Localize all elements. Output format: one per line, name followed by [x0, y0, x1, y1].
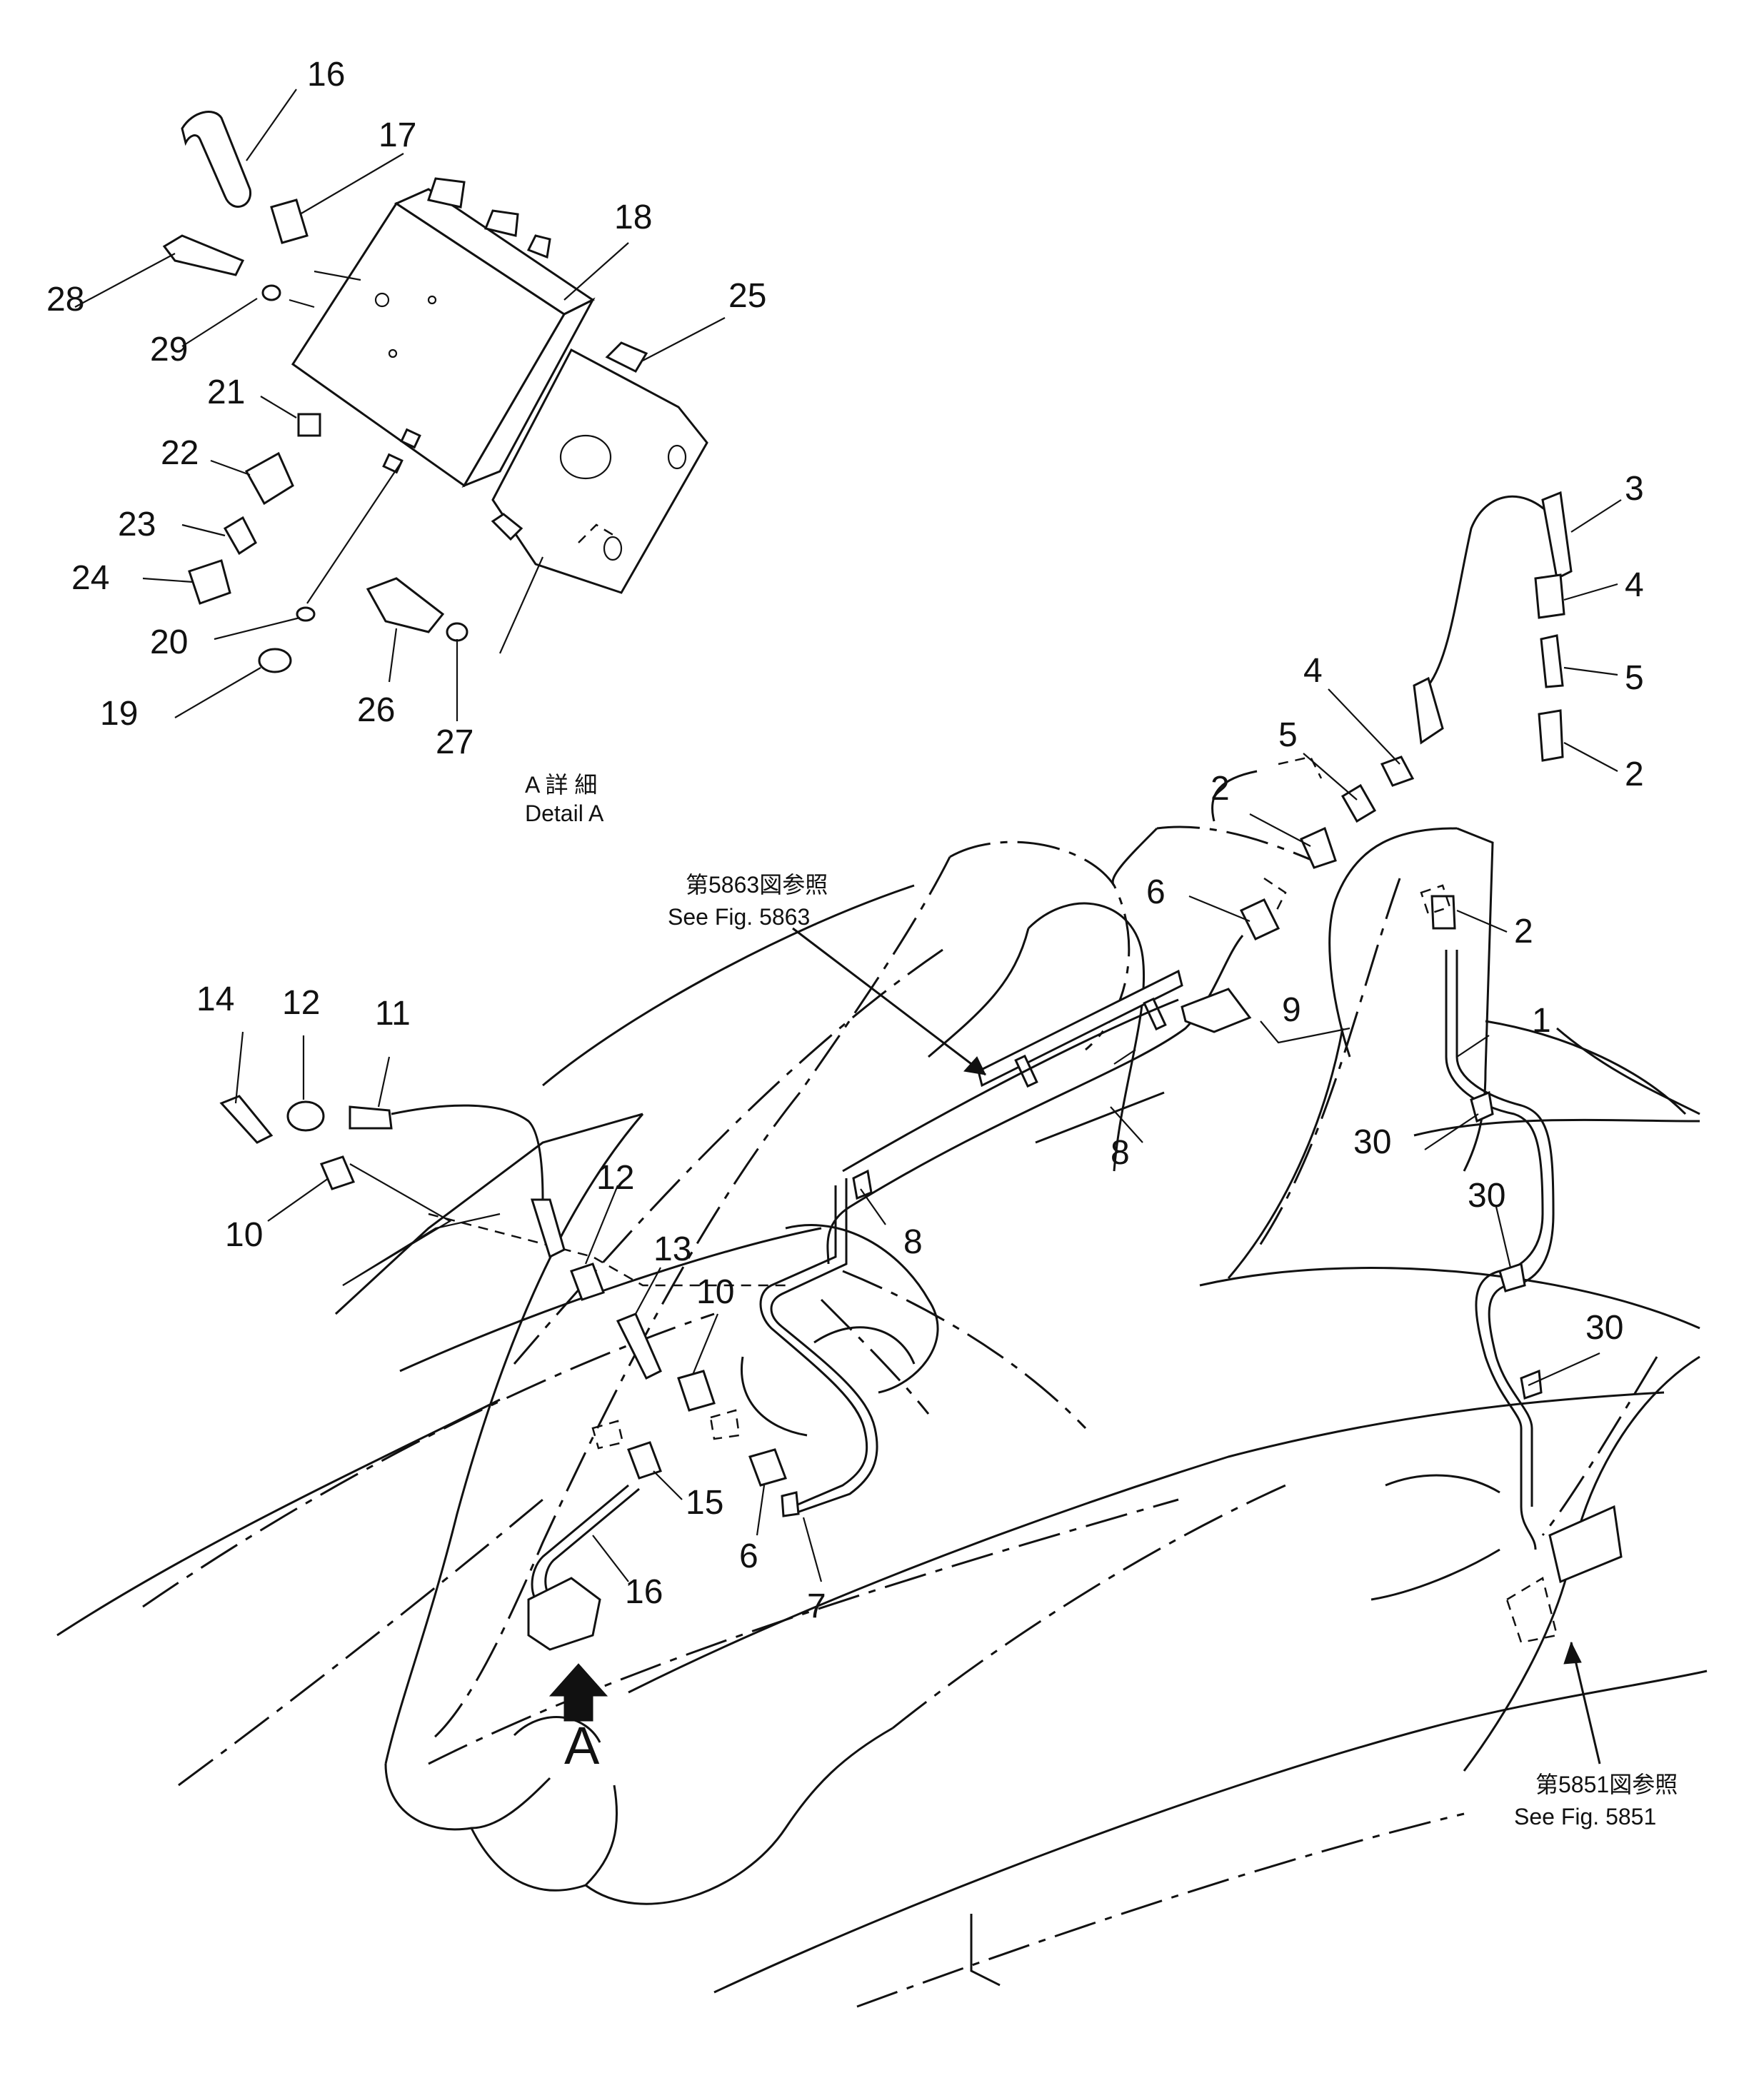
callout-29: 29: [150, 331, 188, 368]
callout-8-lower: 8: [903, 1223, 923, 1261]
ref-5851-jp: 第5851図参照: [1535, 1772, 1678, 1797]
callout-15: 15: [686, 1484, 723, 1522]
callout-30-b: 30: [1468, 1177, 1505, 1215]
callouts: 16 17 18 25 28 29 21 22 23 24 20 19 26 2…: [46, 56, 1644, 1625]
machine-outline: [56, 770, 1708, 2008]
callout-4-mid: 4: [1303, 652, 1323, 690]
callout-22: 22: [161, 434, 199, 472]
oring-20: [296, 606, 316, 622]
callout-2-mid: 2: [1211, 770, 1230, 808]
plug-19: [258, 648, 292, 673]
washer-29: [261, 284, 281, 301]
callout-20: 20: [150, 623, 188, 661]
callout-27: 27: [436, 723, 473, 761]
reference-note-5851: 第5851図参照 See Fig. 5851: [1514, 1772, 1678, 1829]
fitting-17: [270, 199, 309, 244]
callout-8-upper: 8: [1111, 1134, 1130, 1172]
reference-note-5863: 第5863図参照 See Fig. 5863: [668, 872, 828, 930]
callout-18: 18: [614, 199, 652, 236]
callout-14: 14: [196, 980, 234, 1018]
callout-28: 28: [46, 281, 84, 318]
callout-13: 13: [653, 1230, 691, 1268]
callout-2-lower: 2: [1514, 913, 1533, 950]
leader-lines: [74, 89, 1622, 1582]
bolt-26: [366, 577, 445, 633]
detail-a-jp: A 詳 細: [525, 772, 597, 798]
callout-6-lower: 6: [739, 1537, 758, 1575]
callout-4-right: 4: [1625, 566, 1644, 604]
callout-2-right: 2: [1625, 756, 1644, 793]
callout-10-left: 10: [225, 1216, 263, 1254]
callout-21: 21: [207, 373, 245, 411]
callout-9: 9: [1282, 991, 1301, 1029]
hose-16: [181, 111, 252, 208]
callout-1: 1: [1532, 1002, 1551, 1040]
callout-30-c: 30: [1585, 1309, 1623, 1347]
callout-12-upper: 12: [282, 984, 320, 1022]
callout-25: 25: [728, 277, 766, 315]
washer-27: [446, 622, 468, 642]
callout-5-mid: 5: [1278, 716, 1298, 754]
callout-5-right: 5: [1625, 659, 1644, 697]
callout-17: 17: [379, 116, 416, 154]
nut-24: [188, 559, 231, 605]
view-arrow-label: A: [564, 1716, 600, 1775]
nipple-23: [223, 516, 257, 556]
callout-23: 23: [118, 506, 156, 543]
callout-3: 3: [1625, 470, 1644, 508]
fitting-22: [244, 451, 294, 506]
callout-16-detail: 16: [307, 56, 345, 94]
ref-5851-en: See Fig. 5851: [1514, 1804, 1656, 1829]
ref-5863-jp: 第5863図参照: [686, 872, 828, 898]
callout-19: 19: [100, 695, 138, 733]
callout-7: 7: [807, 1587, 826, 1625]
callout-26: 26: [357, 691, 395, 729]
callout-11: 11: [375, 995, 411, 1033]
ref-arrow-5863: [792, 927, 986, 1076]
detail-a-caption: A 詳 細 Detail A: [525, 772, 604, 826]
cap-21: [297, 413, 321, 437]
detail-a-assembly: [162, 111, 708, 673]
callout-10-mid: 10: [696, 1273, 734, 1311]
callout-12-mid: 12: [596, 1159, 634, 1197]
ref-5863-en: See Fig. 5863: [668, 904, 810, 930]
bolt-28: [162, 234, 245, 276]
detail-a-en: Detail A: [525, 800, 604, 826]
pipe-routing: [219, 491, 1623, 1722]
callout-16-lower: 16: [625, 1573, 663, 1611]
callout-30-a: 30: [1353, 1123, 1391, 1161]
callout-6-upper: 6: [1146, 873, 1166, 911]
callout-24: 24: [71, 559, 109, 597]
